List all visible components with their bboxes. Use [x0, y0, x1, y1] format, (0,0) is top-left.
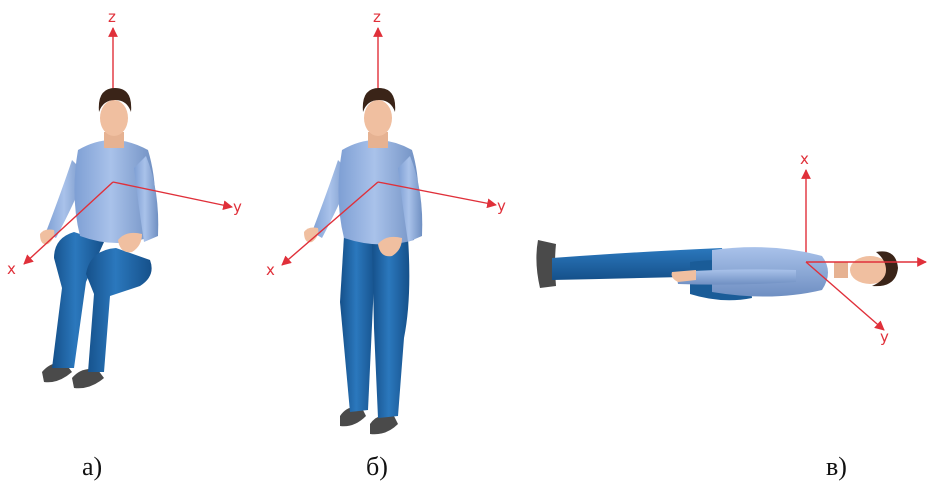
x-label-b: x [266, 261, 275, 279]
lying-figure [536, 240, 898, 300]
caption-b: б) [366, 452, 388, 482]
y-label-c: y [880, 328, 889, 346]
sitting-figure [40, 88, 158, 388]
standing-figure [304, 88, 422, 434]
y-label-b: y [497, 197, 506, 215]
y-label-a: y [233, 198, 242, 216]
caption-a: а) [82, 452, 102, 482]
panel-a-sitting: z y x [7, 8, 242, 388]
x-label-c: x [800, 150, 809, 168]
panel-b-standing: z y x [266, 8, 506, 434]
z-label-b: z [373, 8, 381, 26]
caption-c: в) [826, 452, 847, 482]
panel-c-lying: x y [536, 150, 926, 346]
x-label-a: x [7, 260, 16, 278]
z-label-a: z [108, 8, 116, 26]
